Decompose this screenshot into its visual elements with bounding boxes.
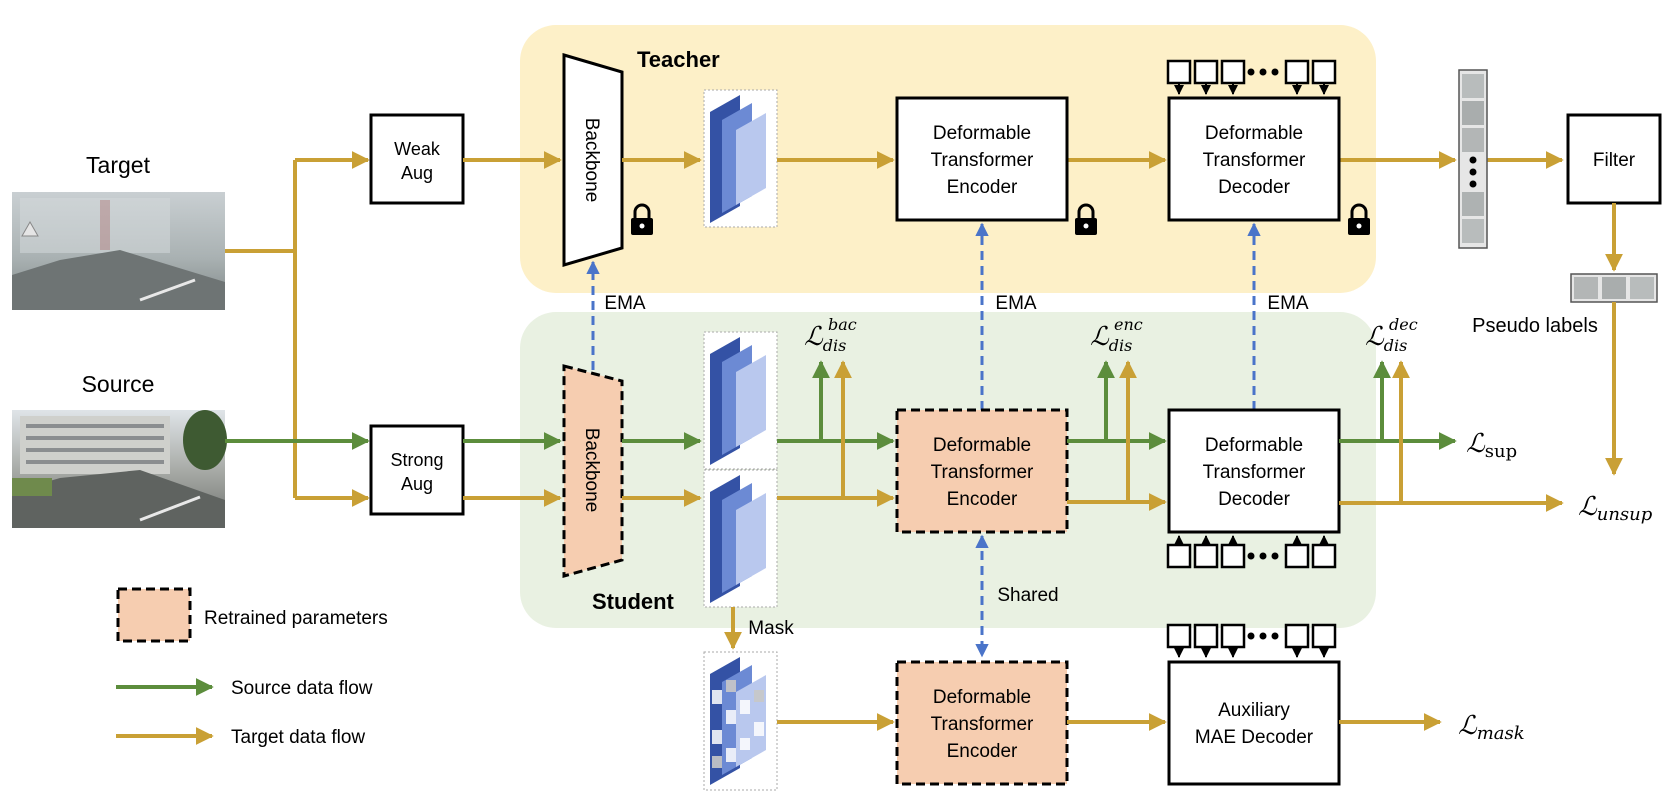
shared-label: Shared: [997, 585, 1058, 606]
svg-text:ℒunsup: ℒunsup: [1578, 492, 1653, 525]
svg-text:Backbone: Backbone: [581, 118, 602, 203]
svg-text:Filter: Filter: [1593, 150, 1636, 171]
svg-text:Decoder: Decoder: [1218, 489, 1290, 510]
svg-text:Transformer: Transformer: [931, 150, 1034, 171]
loss-unsup: ℒunsup: [1578, 492, 1653, 525]
svg-text:Strong: Strong: [390, 450, 443, 470]
pseudo-labels-caption: Pseudo labels: [1472, 315, 1598, 337]
loss-mask: ℒmask: [1458, 711, 1525, 744]
svg-text:Decoder: Decoder: [1218, 177, 1290, 198]
ema-label-decoder: EMA: [1267, 293, 1309, 314]
teacher-feature-map: [703, 89, 778, 228]
student-label: Student: [592, 589, 675, 614]
svg-text:ℒmask: ℒmask: [1458, 711, 1525, 744]
masked-feature-map: [703, 651, 778, 791]
svg-text:ℒdis: ℒdis: [1365, 322, 1407, 355]
legend-retrained-swatch: [116, 587, 192, 643]
svg-text:Weak: Weak: [394, 139, 441, 159]
mask-label: Mask: [748, 618, 794, 639]
loss-dis-enc: ℒdis enc: [1090, 315, 1143, 355]
target-label: Target: [86, 152, 151, 178]
teacher-encoder: Deformable Transformer Encoder: [895, 96, 1069, 222]
svg-text:Transformer: Transformer: [931, 462, 1034, 483]
svg-text:Deformable: Deformable: [1205, 435, 1303, 456]
teacher-decoder: Deformable Transformer Decoder: [1167, 96, 1341, 222]
student-feature-map-target: [703, 469, 778, 608]
svg-text:enc: enc: [1114, 315, 1143, 334]
svg-text:bac: bac: [828, 315, 857, 334]
svg-text:dec: dec: [1389, 315, 1418, 334]
svg-text:Encoder: Encoder: [947, 177, 1018, 198]
legend-target-label: Target data flow: [231, 727, 365, 748]
svg-text:Encoder: Encoder: [947, 741, 1018, 762]
svg-text:Transformer: Transformer: [931, 714, 1034, 735]
student-feature-map-source: [703, 331, 778, 470]
student-query-arrows: [1174, 535, 1329, 545]
svg-text:Transformer: Transformer: [1203, 462, 1306, 483]
svg-text:Aug: Aug: [401, 163, 433, 183]
lock-icon: [1348, 203, 1370, 235]
teacher-backbone: Backbone: [562, 52, 624, 268]
source-label: Source: [82, 371, 155, 397]
filter-box: Filter: [1566, 113, 1662, 205]
lock-icon: [1075, 203, 1097, 235]
svg-text:Deformable: Deformable: [933, 435, 1031, 456]
svg-text:Backbone: Backbone: [581, 428, 602, 513]
student-decoder: Deformable Transformer Decoder: [1167, 408, 1341, 534]
svg-text:Auxiliary: Auxiliary: [1218, 700, 1290, 721]
svg-text:Deformable: Deformable: [1205, 123, 1303, 144]
svg-text:Encoder: Encoder: [947, 489, 1018, 510]
loss-dis-bac: ℒdis bac: [804, 315, 857, 355]
weak-aug-box: Weak Aug: [369, 113, 465, 205]
aux-query-tokens: [1166, 623, 1337, 649]
pseudo-labels-strip: [1570, 273, 1658, 303]
svg-text:Deformable: Deformable: [933, 687, 1031, 708]
predictions-strip: [1458, 69, 1488, 249]
input-routing: [225, 151, 370, 507]
legend-source-label: Source data flow: [231, 678, 373, 699]
ema-label-backbone: EMA: [604, 293, 646, 314]
student-encoder: Deformable Transformer Encoder: [895, 408, 1069, 534]
aux-query-arrows: [1174, 647, 1329, 658]
legend: Retrained parameters Source data flow Ta…: [116, 587, 388, 748]
svg-text:Deformable: Deformable: [933, 123, 1031, 144]
svg-text:ℒsup: ℒsup: [1466, 429, 1517, 462]
svg-text:MAE Decoder: MAE Decoder: [1195, 727, 1314, 748]
teacher-query-arrows: [1174, 83, 1329, 95]
legend-retrained-label: Retrained parameters: [204, 608, 388, 629]
teacher-query-tokens: [1166, 59, 1337, 85]
aux-mae-decoder: Auxiliary MAE Decoder: [1167, 660, 1341, 786]
student-backbone: Backbone: [562, 364, 624, 578]
svg-text:Transformer: Transformer: [1203, 150, 1306, 171]
lock-icon: [631, 203, 653, 235]
svg-text:ℒdis: ℒdis: [1090, 322, 1132, 355]
strong-aug-box: Strong Aug: [369, 424, 465, 516]
loss-sup: ℒsup: [1466, 429, 1517, 462]
source-image: [12, 410, 227, 528]
target-image: [12, 192, 225, 310]
ema-arrows: [586, 222, 1261, 658]
svg-text:ℒdis: ℒdis: [804, 322, 846, 355]
svg-text:Aug: Aug: [401, 474, 433, 494]
teacher-label: Teacher: [637, 47, 720, 72]
loss-dis-dec: ℒdis dec: [1365, 315, 1418, 355]
student-query-tokens: [1166, 543, 1337, 569]
masked-encoder: Deformable Transformer Encoder: [895, 660, 1069, 786]
ema-label-encoder: EMA: [995, 293, 1037, 314]
